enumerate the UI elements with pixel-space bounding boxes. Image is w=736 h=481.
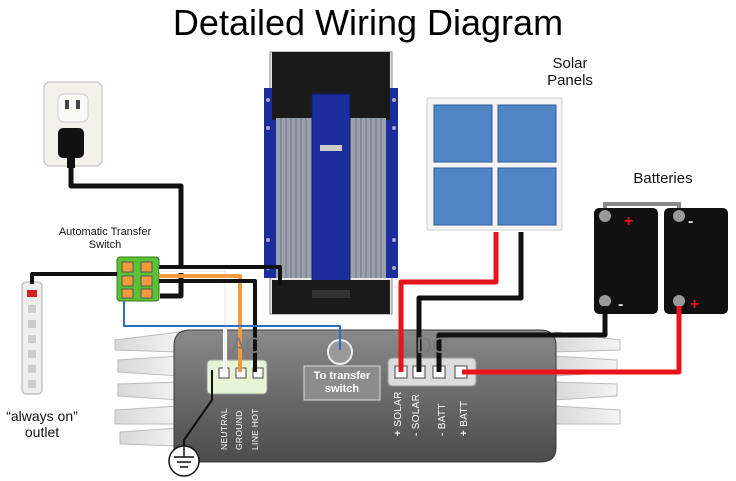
dc-terminal-minus-batt: - BATT (437, 403, 448, 436)
ac-terminal-line-hot: LINE HOT (250, 408, 260, 450)
ac-label: AC (230, 333, 262, 358)
svg-text:-: - (618, 296, 623, 313)
svg-text:-: - (688, 213, 693, 230)
dc-label: DC (416, 333, 448, 358)
svg-text:+: + (690, 296, 699, 313)
transfer-port (303, 339, 381, 401)
ground-symbol-icon (168, 370, 213, 477)
solar-panel-icon (426, 97, 563, 231)
svg-text:+: + (624, 213, 633, 230)
diagram-title: Detailed Wiring Diagram (172, 2, 564, 43)
battery-icon: + - - + (594, 202, 728, 314)
ats-label: Automatic Transfer Switch (58, 226, 152, 251)
dc-terminal-plus-batt: + BATT (459, 400, 470, 436)
power-strip-icon (21, 281, 43, 395)
dc-terminal-plus-solar: + SOLAR (393, 391, 404, 436)
ac-terminal-neutral: NEUTRAL (219, 408, 229, 450)
to-transfer-switch-label: To transfer switch (313, 370, 371, 395)
ac-terminal-ground: GROUND (234, 410, 244, 450)
dc-terminal-minus-solar: - SOLAR (411, 393, 422, 436)
batteries-label: Batteries (633, 170, 693, 187)
wires (30, 168, 682, 375)
ac-terminal-block (206, 359, 268, 395)
dc-terminal-block (387, 357, 477, 387)
wall-outlet-icon (43, 81, 103, 168)
solar-panels-label: Solar Panels (547, 55, 593, 90)
transfer-switch-body (116, 256, 160, 302)
always-on-outlet-label: “always on” outlet (6, 408, 78, 441)
controller-fins-right (554, 331, 621, 425)
inverter-icon (264, 51, 398, 315)
controller-fins-left (114, 331, 181, 447)
